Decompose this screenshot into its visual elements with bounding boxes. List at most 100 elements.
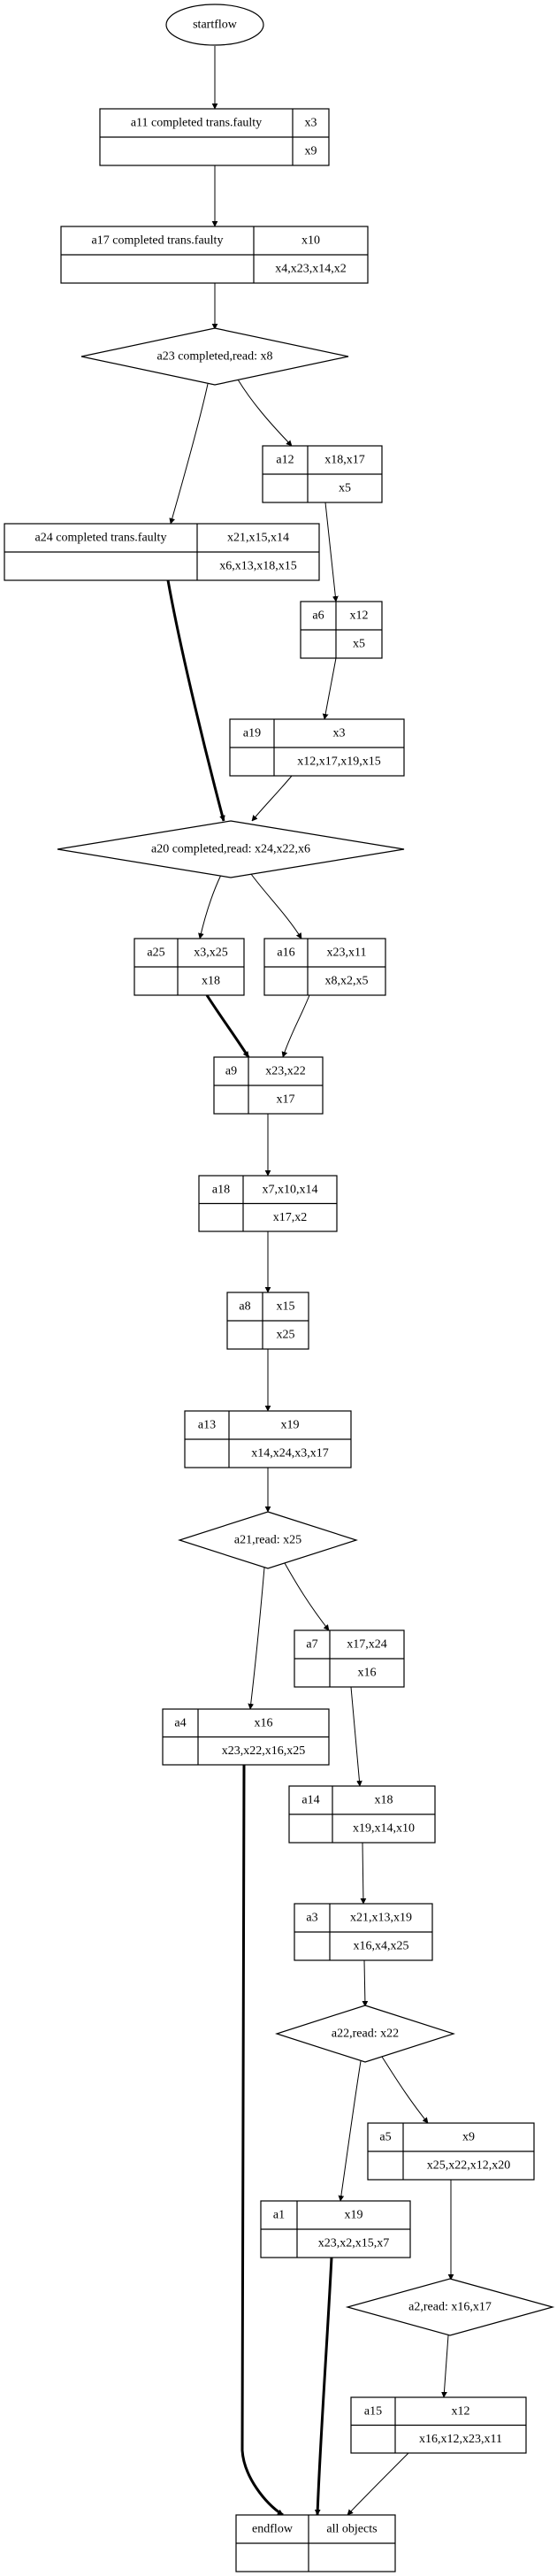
record-bottom-value: x25 (277, 1329, 295, 1342)
record-node-a18: a18 x7,x10,x14 x17,x2 (198, 1175, 338, 1232)
decision-node-a23: a23 completed,read: x8 (80, 327, 349, 386)
edge-a14-to-a3 (362, 1842, 363, 1904)
edge-a24-to-a20 (166, 579, 224, 821)
record-top-value: x17,x24 (347, 1638, 387, 1652)
edge-a20-to-a16 (250, 873, 302, 939)
record-top-value: x15 (277, 1300, 295, 1314)
edges-layer (166, 46, 451, 2517)
edge-a3-to-a22 (364, 1959, 365, 2006)
record-top-value: x7,x10,x14 (263, 1183, 318, 1196)
record-name: a4 (174, 1716, 186, 1729)
decision-label: a22,read: x22 (332, 2028, 399, 2041)
record-name: a11 completed trans.faulty (131, 117, 262, 130)
record-name: a17 completed trans.faulty (92, 234, 224, 248)
record-bottom-value: x9 (305, 145, 317, 158)
record-name: a13 (198, 1419, 216, 1432)
record-bottom-value: x17,x2 (273, 1211, 308, 1224)
edge-a19-to-a20 (252, 775, 293, 821)
record-top-value: x16 (255, 1716, 273, 1729)
record-name: a25 (147, 947, 164, 960)
edge-a23-to-a12 (237, 379, 292, 446)
record-name: a15 (364, 2404, 382, 2418)
decision-diamond (80, 327, 349, 386)
record-name: a8 (239, 1300, 250, 1314)
start-node: startflow (165, 4, 264, 46)
decision-diamond (57, 820, 405, 878)
record-top-value: x18 (375, 1794, 393, 1807)
decision-node-a21: a21,read: x25 (178, 1511, 358, 1569)
decision-diamond (345, 2278, 555, 2336)
end-objects-label: all objects (326, 2523, 377, 2536)
record-name: a5 (379, 2131, 391, 2144)
edge-a15-to-endflow (347, 2452, 409, 2515)
edge-a1-to-endflow (317, 2257, 333, 2515)
record-bottom-value: x18 (202, 975, 220, 988)
record-node-a17: a17 completed trans.faulty x10 x4,x23,x14,… (60, 226, 369, 284)
record-node-a14: a14 x18 x19,x14,x10 (288, 1785, 436, 1844)
record-node-a25: a25 x3,x25 x18 (134, 938, 245, 996)
record-bottom-value: x4,x23,x14,x2 (275, 263, 347, 276)
edge-a21-to-a7 (284, 1562, 329, 1630)
record-top-value: x21,x15,x14 (227, 532, 289, 545)
record-top-value: x21,x13,x19 (350, 1912, 412, 1925)
record-top-value: x23,x11 (327, 947, 367, 960)
decision-diamond (178, 1511, 358, 1569)
record-bottom-value: x19,x14,x10 (353, 1822, 415, 1836)
record-bottom-value: x14,x24,x3,x17 (251, 1447, 329, 1460)
end-node: endflow all objects (235, 2514, 396, 2572)
record-bottom-value: x5 (339, 482, 351, 495)
decision-node-a2: a2,read: x16,x17 (345, 2278, 555, 2336)
edge-a20-to-a25 (200, 874, 222, 939)
record-name: a19 (243, 727, 261, 740)
record-top-value: x12 (350, 610, 369, 623)
record-name: a1 (273, 2209, 285, 2222)
decision-node-a20: a20 completed,read: x24,x22,x6 (57, 820, 405, 878)
record-name: a18 (212, 1183, 230, 1196)
start-label: startflow (193, 19, 238, 32)
decision-label: a21,read: x25 (234, 1534, 301, 1547)
record-bottom-value: x5 (353, 638, 365, 651)
record-name: a16 (277, 947, 294, 960)
edge-a16-to-a9 (283, 994, 310, 1057)
edge-a22-to-a1 (340, 2060, 362, 2201)
record-top-value: x12 (452, 2404, 470, 2418)
record-name: a24 completed trans.faulty (35, 532, 167, 545)
end-label: endflow (252, 2523, 294, 2536)
record-top-value: x19 (345, 2209, 363, 2222)
record-bottom-value: x12,x17,x19,x15 (297, 755, 381, 769)
record-node-a5: a5 x9 x25,x22,x12,x20 (367, 2122, 535, 2181)
edge-a6-to-a19 (324, 657, 337, 719)
record-bottom-value: x25,x22,x12,x20 (427, 2159, 511, 2173)
edge-a7-to-a14 (350, 1686, 360, 1786)
start-ellipse (165, 4, 264, 46)
record-top-value: x10 (301, 234, 320, 248)
record-top-value: x9 (462, 2131, 475, 2144)
record-node-a11: a11 completed trans.faulty x3 x9 (99, 108, 330, 166)
record-node-a8: a8 x15 x25 (226, 1292, 309, 1350)
edge-a12-to-a6 (324, 502, 336, 602)
record-name: a12 (276, 454, 294, 467)
decision-label: a23 completed,read: x8 (156, 350, 272, 364)
record-name: a7 (306, 1638, 317, 1652)
edge-a2-to-a15 (444, 2334, 449, 2397)
edge-a23-to-a24 (171, 383, 209, 524)
record-top-value: x3,x25 (194, 947, 228, 960)
record-bottom-value: x16,x12,x23,x11 (419, 2433, 502, 2446)
record-name: a9 (225, 1065, 237, 1078)
decision-diamond (275, 2005, 455, 2063)
record-name: a3 (306, 1912, 317, 1925)
record-top-value: x3 (305, 117, 317, 130)
record-name: a14 (301, 1794, 319, 1807)
decision-label: a20 completed,read: x24,x22,x6 (151, 843, 310, 856)
edge-a21-to-a4 (250, 1567, 265, 1709)
record-bottom-value: x16 (358, 1667, 377, 1680)
